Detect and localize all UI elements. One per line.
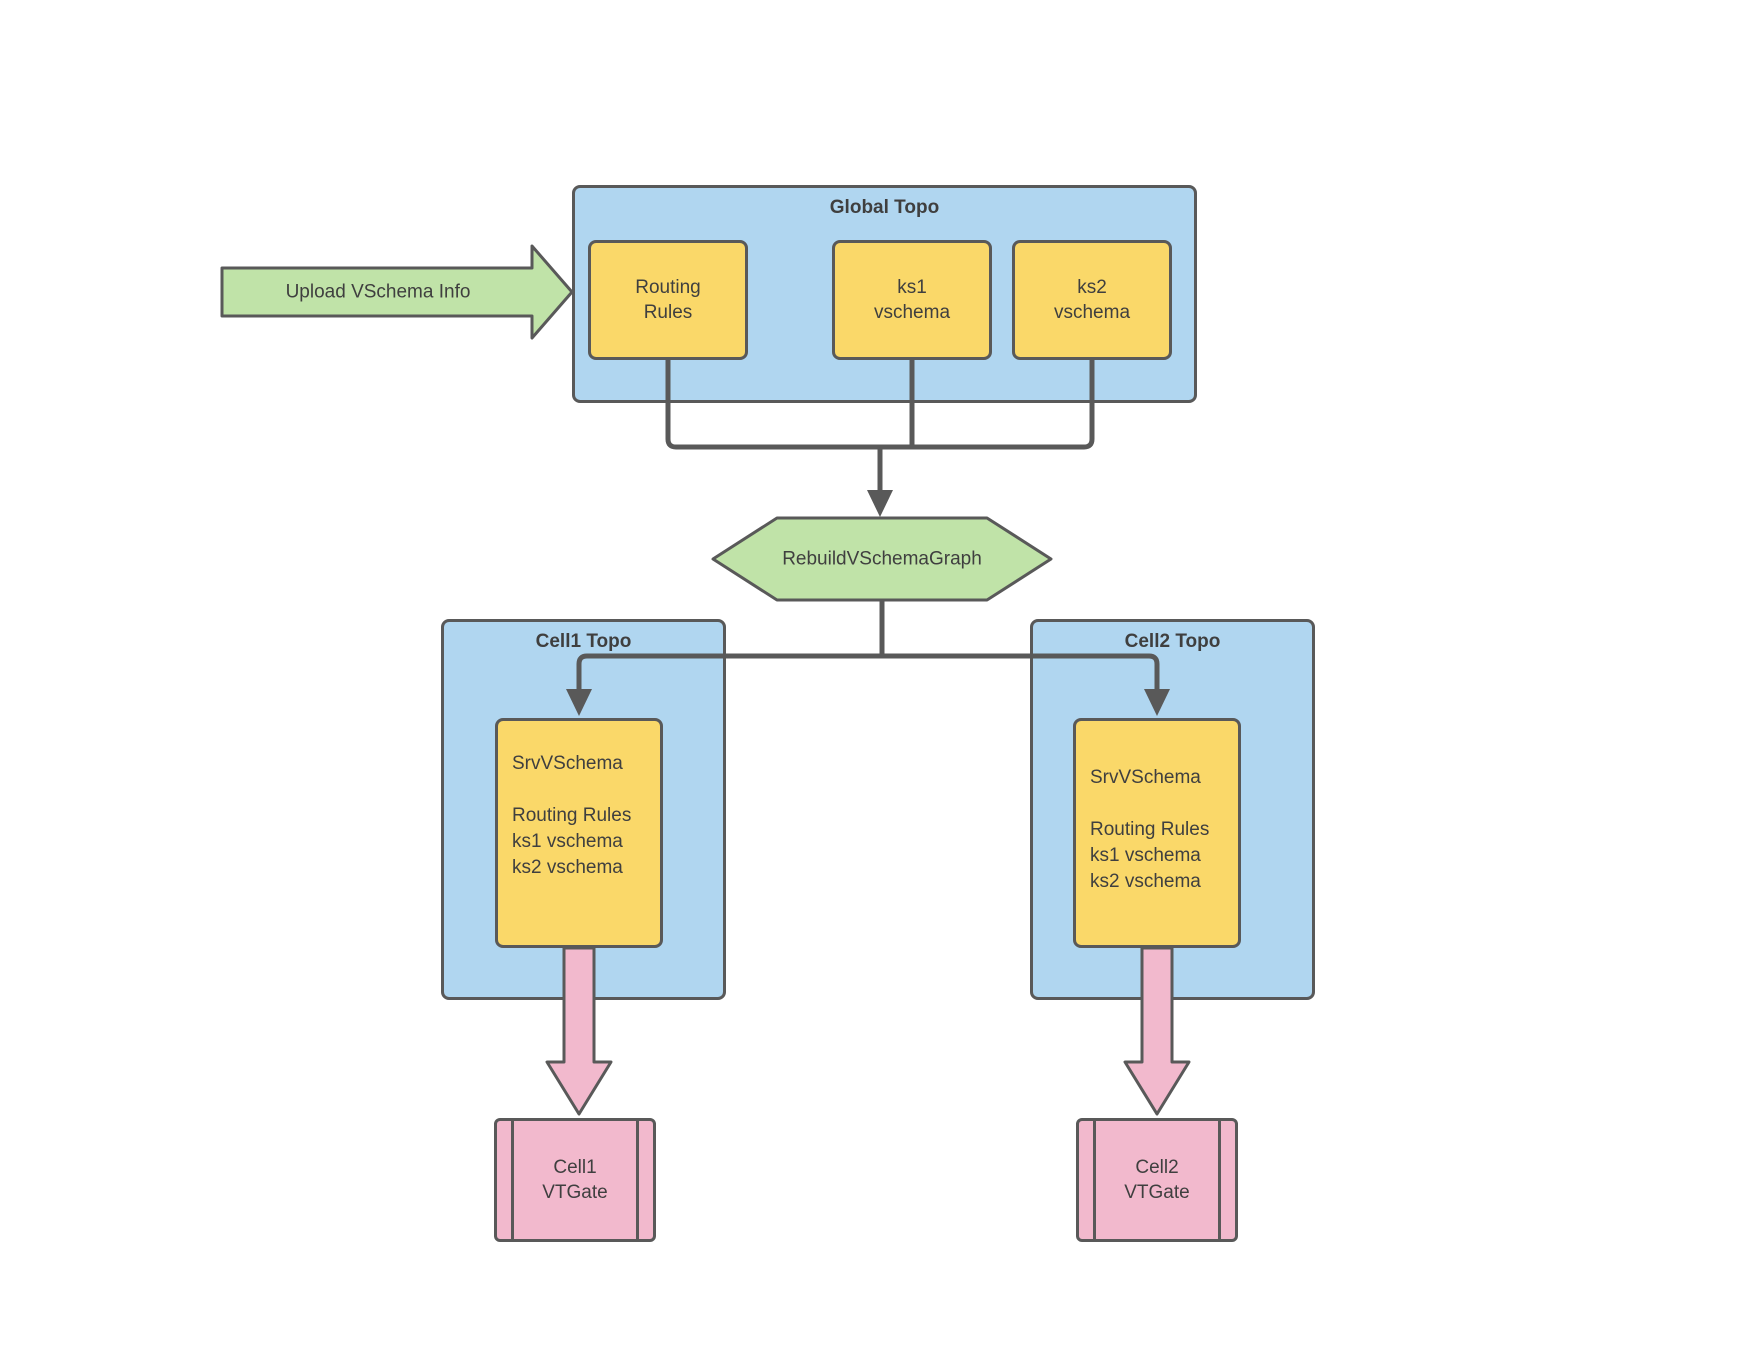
- cell1-srv-vschema-label: SrvVSchema Routing Rules ks1 vschema ks2…: [512, 753, 632, 878]
- cell2-srv-vschema-label: SrvVSchema Routing Rules ks1 vschema ks2…: [1090, 767, 1210, 892]
- rebuild-vschemagraph-label: RebuildVSchemaGraph: [782, 548, 982, 570]
- cell1-topo-title: Cell1 Topo: [535, 631, 632, 652]
- node-routing-rules: Routing Rules: [588, 240, 748, 360]
- cell2-topo-title: Cell2 Topo: [1124, 631, 1221, 652]
- arrowhead-down-icon: [867, 490, 893, 517]
- cell2-vtgate-node: Cell2 VTGate: [1076, 1118, 1238, 1242]
- node-ks1-vschema-label: ks1 vschema: [873, 277, 951, 323]
- vtgate-side-bar: [1218, 1121, 1221, 1239]
- cell1-srv-vschema-node: SrvVSchema Routing Rules ks1 vschema ks2…: [495, 718, 663, 948]
- cell2-vtgate-label: Cell2 VTGate: [1124, 1157, 1190, 1203]
- node-ks2-vschema: ks2 vschema: [1012, 240, 1172, 360]
- vtgate-side-bar: [636, 1121, 639, 1239]
- vtgate-side-bar: [511, 1121, 514, 1239]
- cell1-vtgate-label: Cell1 VTGate: [542, 1157, 608, 1203]
- cell1-vtgate-node: Cell1 VTGate: [494, 1118, 656, 1242]
- node-ks2-vschema-label: ks2 vschema: [1053, 277, 1131, 323]
- node-ks1-vschema: ks1 vschema: [832, 240, 992, 360]
- cell2-srv-vschema-node: SrvVSchema Routing Rules ks1 vschema ks2…: [1073, 718, 1241, 948]
- node-routing-rules-label: Routing Rules: [635, 277, 701, 323]
- global-topo-title: Global Topo: [829, 197, 940, 218]
- vtgate-side-bar: [1093, 1121, 1096, 1239]
- upload-vschema-arrow-label: Upload VSchema Info: [285, 281, 471, 303]
